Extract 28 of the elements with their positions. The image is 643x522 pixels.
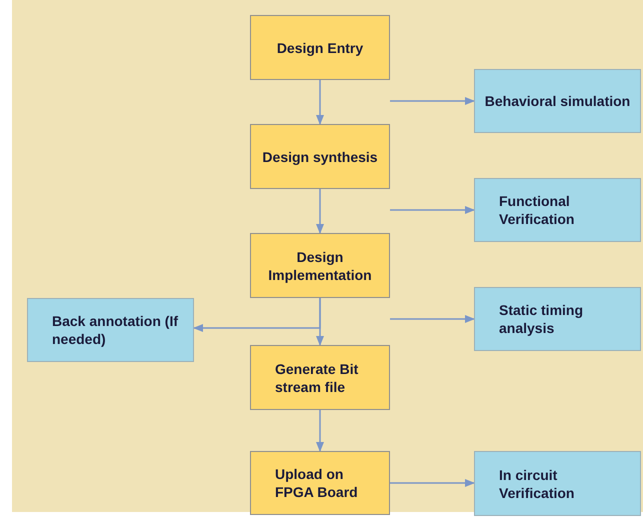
node-label: In circuit Verification [499, 466, 576, 502]
node-label: Static timing analysis [499, 301, 584, 337]
node-label: Generate Bit stream file [275, 360, 360, 396]
arrow [193, 298, 321, 332]
node-label: Behavioral simulation [484, 92, 630, 110]
node-label: Design synthesis [262, 148, 378, 166]
arrow [390, 315, 475, 323]
process-box [250, 233, 390, 298]
node-label: Design Entry [276, 38, 364, 56]
process-box [250, 124, 390, 189]
verification-box [474, 451, 641, 516]
node-label: Design Implementation [267, 248, 373, 284]
verification-box [474, 287, 641, 351]
arrow [316, 189, 324, 234]
verification-box [474, 69, 641, 133]
verification-box [27, 298, 194, 362]
process-box [250, 345, 390, 410]
process-box [250, 15, 390, 80]
verification-box [474, 178, 641, 242]
arrow [390, 206, 475, 214]
arrow [390, 97, 475, 105]
arrow [390, 479, 475, 487]
process-box [250, 451, 390, 515]
node-label: Back annotation (If needed) [52, 312, 180, 348]
arrow [316, 80, 324, 125]
node-label: Upload on FPGA Board [275, 465, 359, 501]
arrow [316, 410, 324, 452]
node-label: Functional Verification [499, 192, 576, 228]
